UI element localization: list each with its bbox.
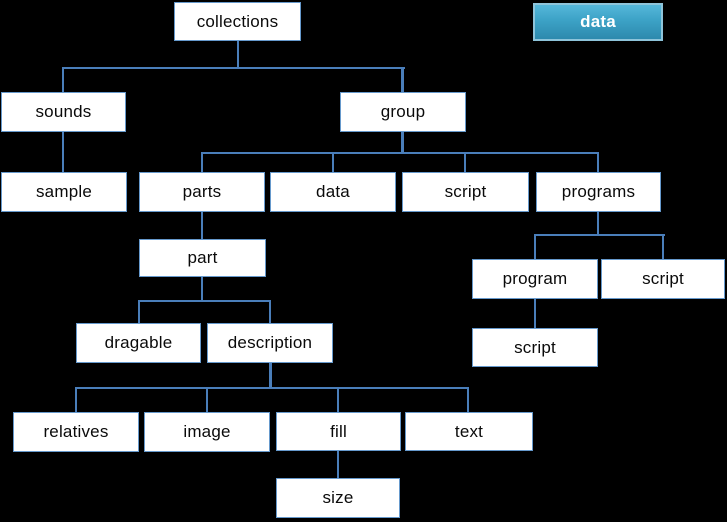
connector-line <box>534 299 536 328</box>
connector-line <box>337 451 339 478</box>
connector-line <box>467 389 469 412</box>
connector-line <box>269 363 272 389</box>
connector-line <box>206 389 208 412</box>
node-text: text <box>405 412 533 451</box>
node-data: data <box>270 172 396 212</box>
node-script-programs: script <box>601 259 725 299</box>
node-parts: parts <box>139 172 265 212</box>
connector-line <box>62 67 405 69</box>
connector-line <box>597 154 599 172</box>
connector-line <box>138 300 271 302</box>
connector-line <box>401 132 404 154</box>
connector-line <box>201 152 599 154</box>
connector-line <box>62 132 64 172</box>
connector-line <box>534 236 536 259</box>
node-data-badge: data <box>533 3 663 41</box>
connector-line <box>662 236 664 259</box>
node-script-group: script <box>402 172 529 212</box>
node-script-program: script <box>472 328 598 367</box>
connector-line <box>332 154 334 172</box>
node-collections: collections <box>174 2 301 41</box>
connector-line <box>237 41 239 68</box>
connector-line <box>62 69 64 92</box>
connector-line <box>464 154 466 172</box>
node-program: program <box>472 259 598 299</box>
node-size: size <box>276 478 400 518</box>
connector-line <box>597 212 599 235</box>
node-description: description <box>207 323 333 363</box>
node-sample: sample <box>1 172 127 212</box>
node-fill: fill <box>276 412 401 451</box>
connector-line <box>138 302 140 323</box>
node-programs: programs <box>536 172 661 212</box>
node-image: image <box>144 412 270 452</box>
connector-line <box>269 302 271 323</box>
connector-line <box>75 389 77 412</box>
node-group: group <box>340 92 466 132</box>
connector-line <box>201 154 203 172</box>
node-part: part <box>139 239 266 277</box>
node-relatives: relatives <box>13 412 139 452</box>
connector-line <box>534 234 665 236</box>
connector-line <box>75 387 469 389</box>
connector-line <box>401 69 404 92</box>
node-dragable: dragable <box>76 323 201 363</box>
node-sounds: sounds <box>1 92 126 132</box>
connector-line <box>201 277 203 302</box>
connector-line <box>337 389 339 412</box>
connector-line <box>201 212 203 239</box>
